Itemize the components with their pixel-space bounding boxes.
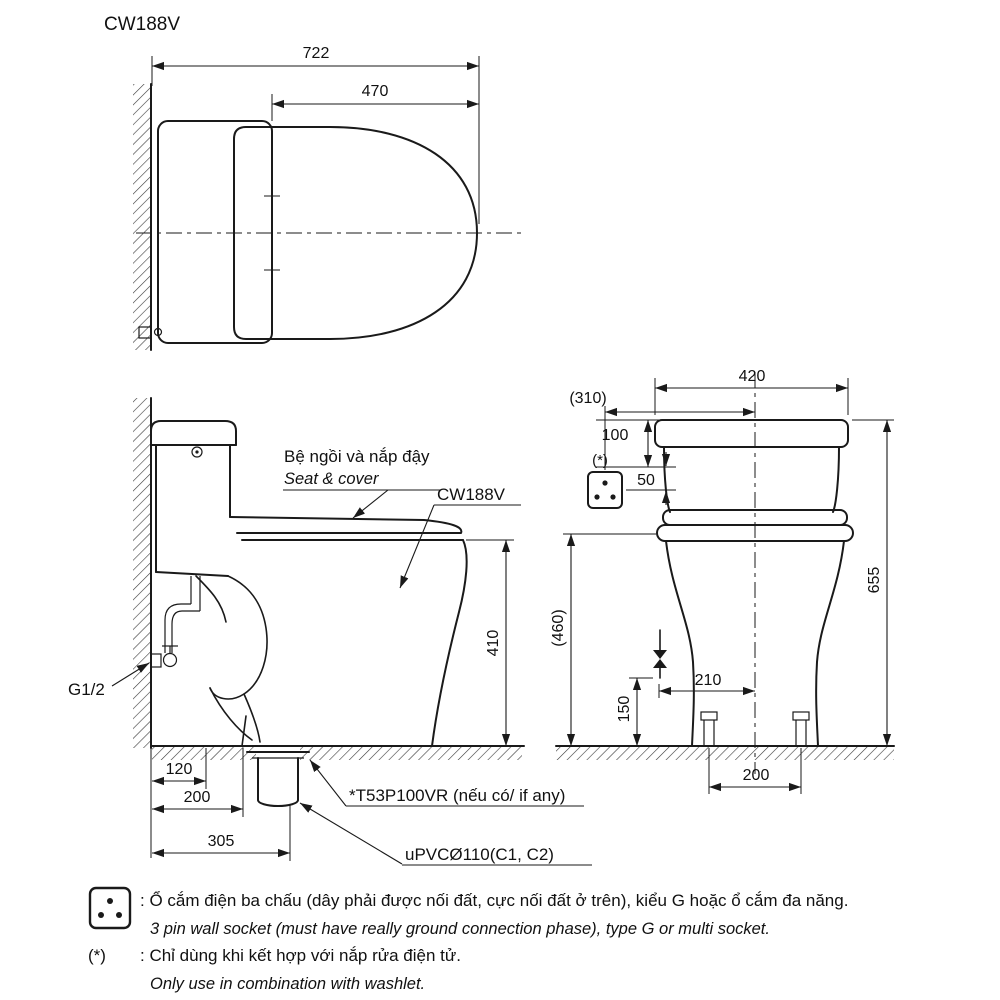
dim-305: 305 — [208, 833, 235, 850]
dim-50: 50 — [637, 472, 655, 489]
floor-hatch — [556, 747, 894, 760]
dim-655: 655 — [866, 567, 883, 594]
floor-hatch — [300, 747, 522, 760]
dim-120: 120 — [166, 761, 193, 778]
dim-310: (310) — [569, 390, 606, 407]
dim-200-side: 200 — [184, 789, 211, 806]
dim-200-front: 200 — [743, 767, 770, 784]
top-view: 722 470 — [133, 45, 523, 351]
note-star-en: Only use in combination with washlet. — [150, 975, 425, 993]
notes: : Ổ cắm điện ba chấu (dây phải được nối … — [88, 886, 848, 993]
bolt-cap-right — [792, 711, 810, 721]
dim-410: 410 — [485, 630, 502, 657]
socket-icon — [88, 886, 132, 930]
socket-icon — [587, 471, 623, 509]
note-socket-en: 3 pin wall socket (must have really grou… — [150, 920, 770, 938]
tank-lid-side — [150, 420, 237, 446]
lid-top-outline — [233, 126, 478, 340]
floor-hatch — [152, 747, 256, 760]
drain-pipe — [257, 799, 299, 807]
note-socket-vi: : Ổ cắm điện ba chấu (dây phải được nối … — [140, 891, 848, 910]
bowl-right-profile — [815, 540, 845, 747]
note-star-vi: : Chỉ dùng khi kết hợp với nắp rửa điện … — [140, 946, 461, 965]
model-callout: CW188V — [437, 485, 506, 504]
socket-mark: (*) — [592, 452, 608, 469]
seat-front — [656, 524, 854, 542]
bowl-front-profile — [431, 539, 468, 747]
tank-top-outline — [157, 120, 273, 344]
dim-420: 420 — [739, 368, 766, 385]
tank-lid-front — [654, 419, 849, 448]
dim-460: (460) — [550, 609, 567, 646]
outlet-callout: *T53P100VR (nếu có/ if any) — [349, 786, 565, 805]
seat-cover-label-vi: Bệ ngồi và nắp đậy — [284, 447, 430, 466]
bowl-left-profile — [665, 540, 695, 747]
shutoff-valve — [162, 652, 178, 668]
pipe-callout: uPVCØ110(C1, C2) — [405, 845, 554, 864]
note-star-mark: (*) — [88, 946, 106, 965]
side-view: 410 120 200 305 G1/2 Bệ ngồi và nắp đậy … — [68, 397, 592, 866]
dim-210: 210 — [695, 672, 722, 689]
flush-button — [191, 446, 203, 458]
seat-cover-label-en: Seat & cover — [284, 470, 380, 488]
supply-thread-label: G1/2 — [68, 680, 105, 699]
drawing-title: CW188V — [104, 14, 180, 35]
bolt-cap-left — [700, 711, 718, 721]
seat-cover-side — [229, 516, 463, 534]
dim-100: 100 — [602, 427, 629, 444]
wall-hatch — [133, 398, 151, 748]
dim-722: 722 — [303, 45, 330, 62]
dim-150: 150 — [616, 696, 633, 723]
wall-supply-fitting — [150, 653, 162, 668]
front-view: (*) 420 (310) 100 50 655 (460) — [550, 368, 895, 794]
dim-470: 470 — [362, 83, 389, 100]
wall-hatch — [133, 84, 151, 350]
